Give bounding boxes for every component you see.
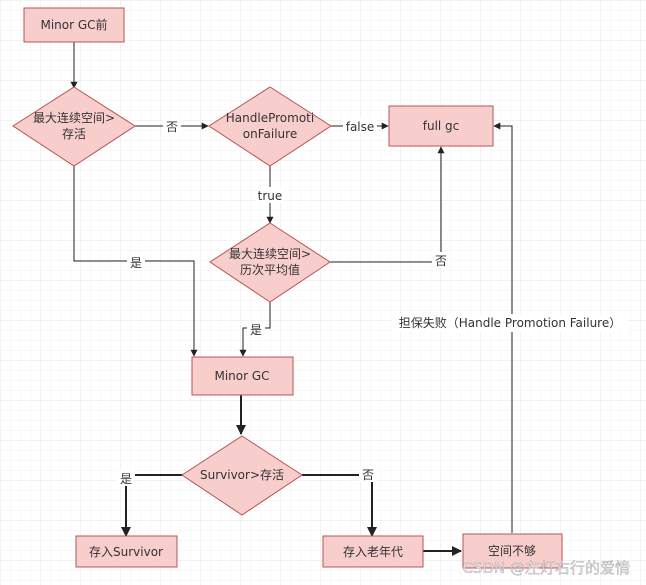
svg-text:true: true [258, 189, 283, 203]
decision-max-space-gt-live-line2: 存活 [62, 127, 86, 141]
node-minor-gc-label: Minor GC [214, 369, 269, 383]
edge-label-avg-yes: 是 [247, 321, 265, 337]
csdn-watermark: CSDN @左灯右行的爱情 [462, 559, 630, 577]
decision-max-space-gt-avg[interactable]: 最大连续空间> 历次平均值 [209, 222, 331, 303]
svg-text:是: 是 [130, 256, 142, 270]
decision-survivor-gt-live[interactable]: Survivor>存活 [181, 435, 303, 516]
svg-text:false: false [346, 120, 375, 134]
decision-hpf-line2: onFailure [243, 127, 297, 141]
edge-label-hpf-true: true [256, 187, 284, 203]
decision-avg-line2: 历次平均值 [240, 262, 300, 277]
edge-insufficient-to-fullgc [493, 122, 513, 533]
edge-label-space-no: 否 [163, 118, 181, 134]
node-minor-gc[interactable]: Minor GC [191, 356, 294, 396]
decision-survivor-label: Survivor>存活 [200, 468, 284, 482]
decision-max-space-gt-live[interactable]: 最大连续空间> 存活 [12, 86, 136, 167]
decision-max-space-gt-live-line1: 最大连续空间> [33, 110, 115, 125]
node-store-old-gen[interactable]: 存入老年代 [322, 535, 424, 568]
annotation-guarantee-failure: 担保失败（Handle Promotion Failure） [392, 314, 628, 332]
node-store-old-gen-label: 存入老年代 [343, 545, 403, 559]
edge-label-space-yes: 是 [127, 254, 145, 270]
decision-hpf-line1: HandlePromoti [226, 111, 314, 125]
edge-label-hpf-false: false [343, 118, 377, 134]
node-insufficient-space-label: 空间不够 [488, 544, 536, 558]
node-full-gc[interactable]: full gc [388, 105, 494, 147]
svg-text:否: 否 [435, 254, 447, 268]
svg-text:否: 否 [166, 120, 178, 134]
node-store-survivor[interactable]: 存入Survivor [75, 535, 178, 568]
node-store-survivor-label: 存入Survivor [89, 545, 163, 559]
edge-label-survivor-no: 否 [359, 466, 377, 482]
svg-text:是: 是 [250, 323, 262, 337]
node-full-gc-label: full gc [423, 119, 460, 133]
edge-label-avg-no: 否 [432, 252, 450, 268]
svg-text:是: 是 [120, 472, 132, 486]
svg-text:否: 否 [362, 468, 374, 482]
node-minor-gc-before-label: Minor GC前 [40, 17, 107, 32]
edge-label-survivor-yes: 是 [117, 470, 135, 486]
svg-text:担保失败（Handle Promotion Failure）: 担保失败（Handle Promotion Failure） [399, 315, 621, 330]
decision-avg-line1: 最大连续空间> [229, 246, 311, 261]
decision-handle-promotion-failure[interactable]: HandlePromoti onFailure [208, 86, 332, 167]
node-minor-gc-before[interactable]: Minor GC前 [23, 7, 125, 43]
node-insufficient-space[interactable]: 空间不够 [462, 533, 563, 569]
